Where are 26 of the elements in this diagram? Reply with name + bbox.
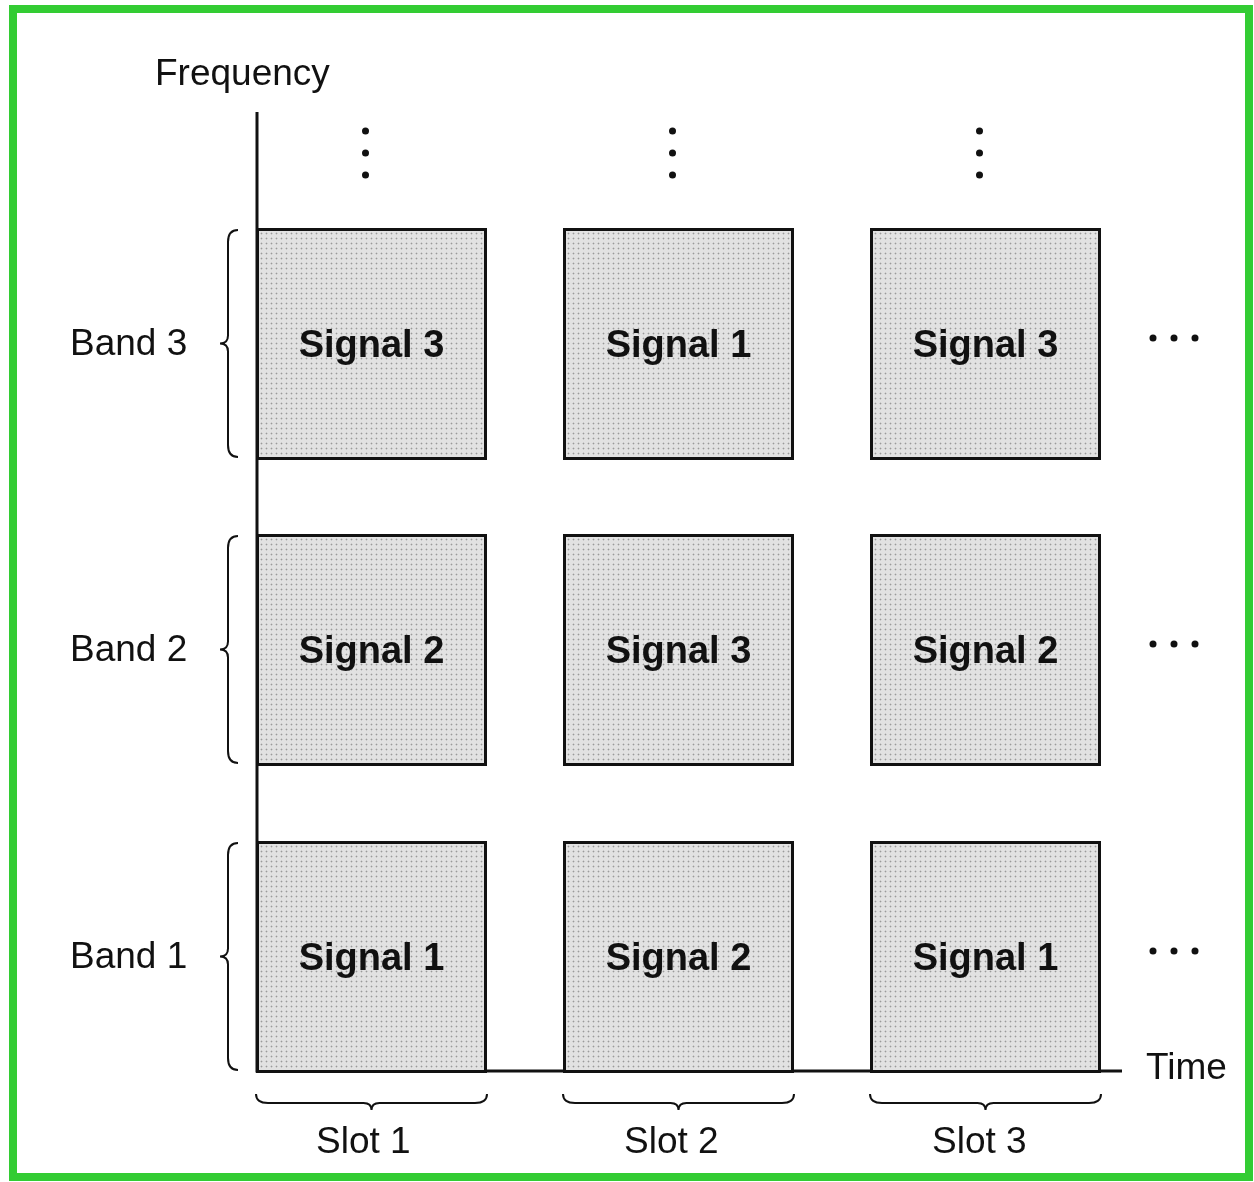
slot-label: Slot 2	[624, 1120, 719, 1162]
axis-title: Frequency	[155, 52, 330, 94]
signal-box	[563, 228, 794, 460]
band-label: Band 3	[70, 322, 188, 364]
signal-label: Signal 1	[297, 935, 446, 980]
signal-label: Signal 2	[911, 628, 1060, 673]
signal-label: Signal 3	[911, 322, 1060, 367]
signal-label: Signal 2	[604, 935, 753, 980]
signal-box	[870, 841, 1101, 1073]
signal-box	[870, 228, 1101, 460]
signal-box	[256, 841, 487, 1073]
signal-label: Signal 3	[604, 628, 753, 673]
slot-label: Slot 3	[932, 1120, 1027, 1162]
signal-label: Signal 1	[604, 322, 753, 367]
signal-box	[870, 534, 1101, 766]
band-label: Band 1	[70, 935, 188, 977]
slot-label: Slot 1	[316, 1120, 411, 1162]
signal-label: Signal 3	[297, 322, 446, 367]
signal-box	[256, 228, 487, 460]
signal-label: Signal 2	[297, 628, 446, 673]
band-label: Band 2	[70, 628, 188, 670]
signal-label: Signal 1	[911, 935, 1060, 980]
signal-box	[563, 841, 794, 1073]
axis-title: Time	[1146, 1046, 1227, 1088]
signal-box	[256, 534, 487, 766]
signal-box	[563, 534, 794, 766]
